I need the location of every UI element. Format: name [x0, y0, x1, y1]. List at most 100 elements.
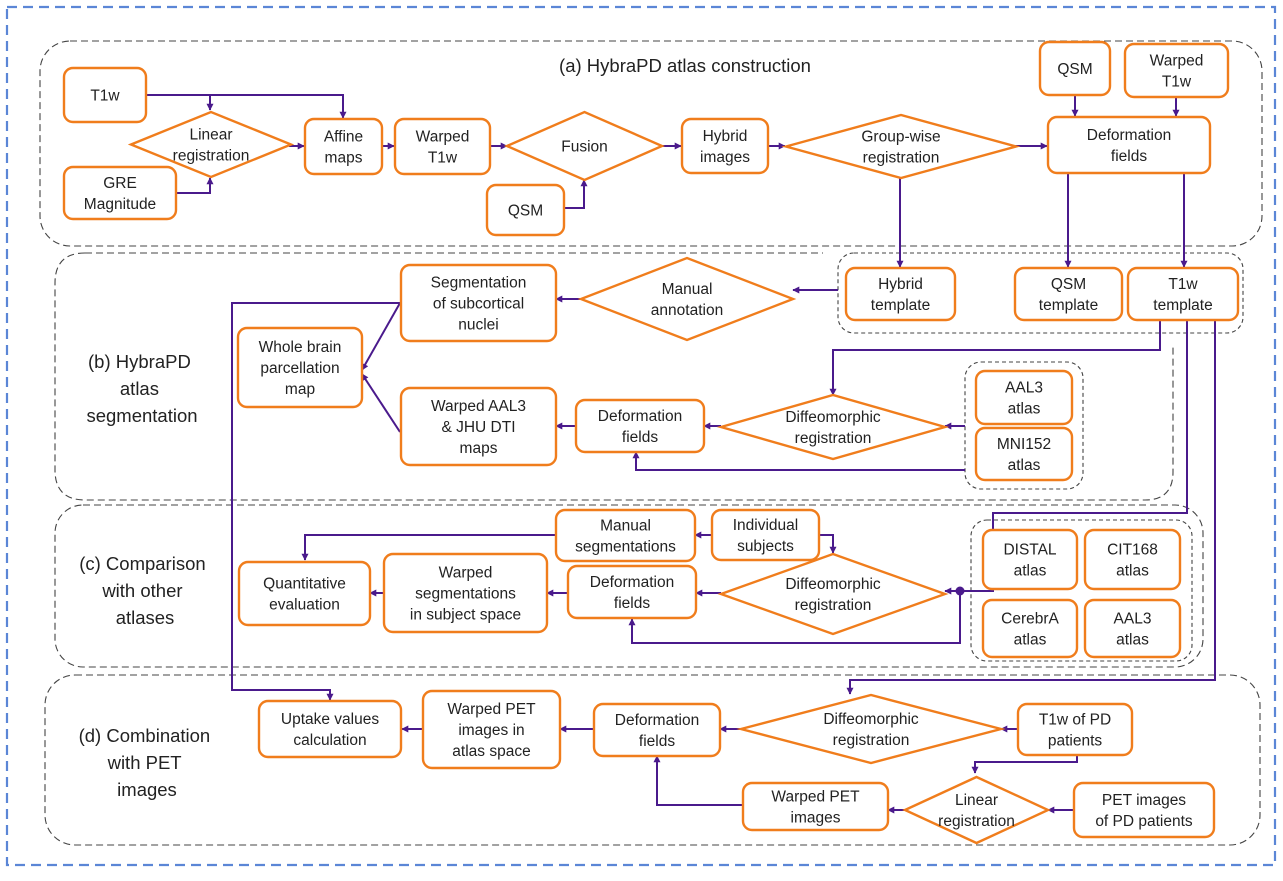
arrow-atlases-to-deformation-c	[628, 591, 961, 644]
process-box	[981, 528, 1079, 591]
process-box	[1046, 115, 1212, 175]
process-box	[1123, 42, 1230, 99]
arrow-t1wpd-to-linear	[971, 754, 1078, 774]
process-box	[62, 165, 178, 221]
section-a-container	[39, 40, 1263, 247]
process-box	[382, 552, 549, 634]
process-box	[844, 266, 957, 322]
arrow-warped-pet-to-deformation	[653, 755, 742, 806]
node-a-fusion: Fusion	[504, 110, 665, 182]
process-box	[981, 598, 1079, 659]
arrow-t1w-template-to-diffeo-d	[846, 320, 1216, 695]
process-box	[1013, 266, 1124, 322]
node-a-qsm-top: QSM	[1038, 40, 1112, 97]
process-box	[592, 702, 722, 758]
node-label: T1w	[90, 88, 120, 105]
section-d-title: (d) Combination with PET images	[79, 725, 216, 800]
process-box	[303, 117, 384, 176]
node-a-qsm-fusion: QSM	[485, 183, 566, 237]
process-box	[1083, 598, 1182, 659]
process-box	[236, 326, 364, 409]
section-b-title: (b) HybraPD atlas segmentation	[86, 351, 197, 426]
decision-diamond	[504, 110, 665, 182]
process-box	[421, 689, 562, 770]
arrow-t1w-to-affine	[145, 94, 347, 119]
process-box	[1016, 702, 1134, 757]
process-box	[237, 560, 372, 627]
outer-frame	[5, 5, 1277, 867]
section-c-title: (c) Comparison with other atlases	[79, 553, 211, 628]
arrow-individual-to-diffeo-c	[819, 534, 837, 554]
arrow-segmentation-to-parcellation	[361, 302, 401, 371]
process-box	[974, 369, 1074, 426]
decision-diamond	[717, 552, 949, 636]
section-a-title: (a) HybraPD atlas construction	[559, 55, 811, 76]
arrow-t1w-template-to-diffeo-b	[829, 320, 1161, 396]
arrow-gre-to-linear	[175, 177, 214, 194]
arrow-manual-to-quant	[301, 534, 555, 561]
process-box	[399, 386, 558, 467]
decision-diamond	[577, 256, 797, 342]
process-box	[574, 398, 706, 454]
process-box	[257, 699, 403, 759]
arrow-qsm-to-fusion	[563, 179, 588, 209]
connectors	[145, 94, 1216, 814]
decision-diamond	[716, 393, 950, 461]
process-box	[680, 117, 770, 175]
